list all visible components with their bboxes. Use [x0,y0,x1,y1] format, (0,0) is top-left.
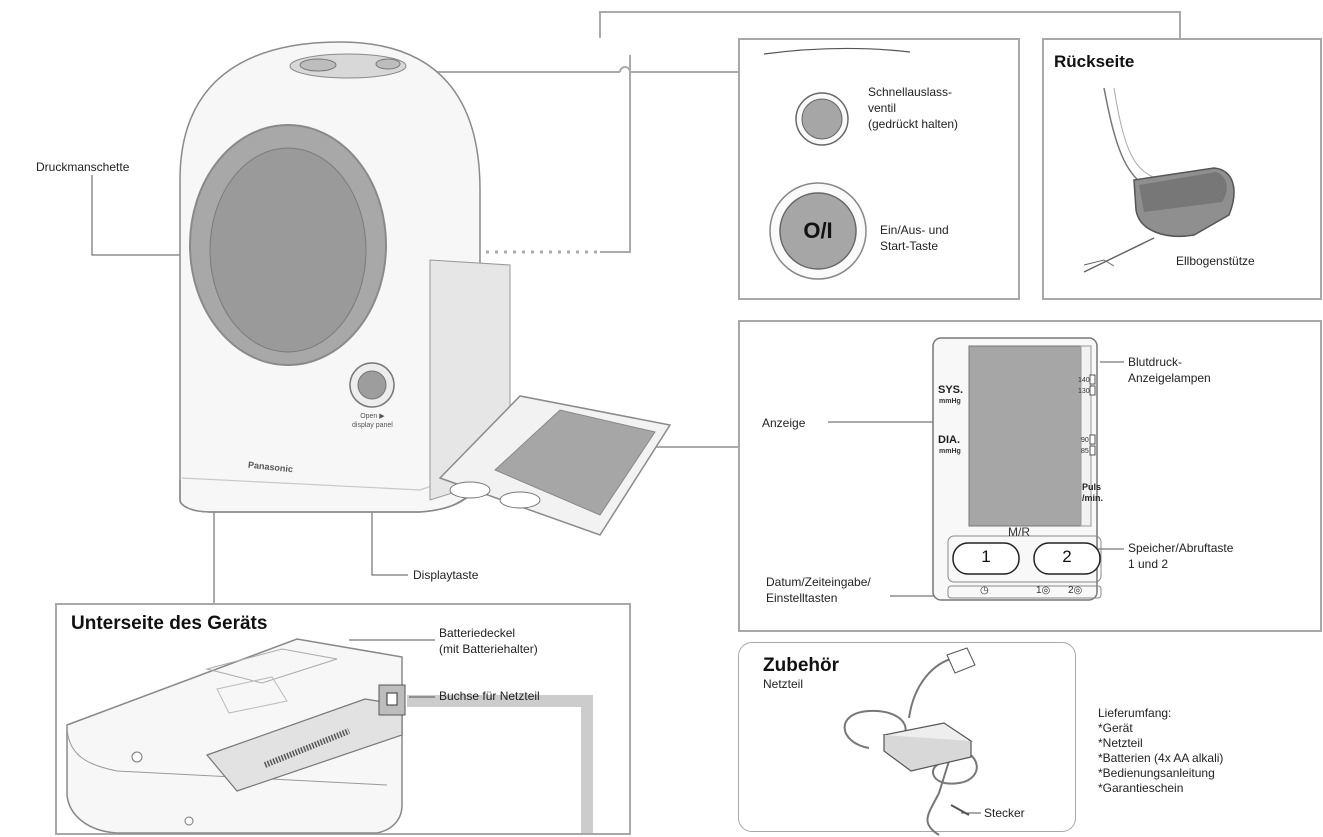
accessories-box: Zubehör Netzteil Stecker [738,642,1076,836]
power-label: Ein/Aus- und Start-Taste [880,223,949,253]
cuff-inner [209,147,367,353]
top-controls-box: O/I Schnellauslass- ventil (gedrückt hal… [738,38,1020,300]
memory-label: Speicher/Abruftaste 1 und 2 [1128,541,1234,571]
socket-label: Buchse für Netzteil [439,689,540,703]
bottom-side-box: Unterseite des Geräts Batteriedeckel (mi… [55,603,631,835]
release-valve-label: Schnellauslass- ventil (gedrückt halten) [868,85,959,131]
lcd-screen [968,345,1082,527]
power-symbol: O/I [803,218,833,243]
accessories-title: Zubehör [763,655,839,676]
battery-cover-graphic [205,698,403,792]
memory-button-1[interactable]: 1 [981,547,991,566]
adapter-art [843,647,981,836]
contents-item: *Gerät [1098,721,1133,735]
lamp-value-90: 90 [1081,437,1089,444]
lamps-label: Blutdruck- Anzeigelampen [1128,355,1211,385]
memory-button-1-graphic [952,542,1020,575]
back-side-box: Rückseite Ellbogenstütze [1042,38,1322,300]
memory-button-2-graphic [1033,542,1101,575]
plug-label: Stecker [984,806,1025,820]
plug-graphic [946,647,976,674]
bottom-side-art [66,638,593,834]
pulse-label: Puls /min. [1082,482,1104,503]
elbow-rest-art [1083,87,1235,273]
lamp-value-85: 85 [1081,448,1089,455]
dia-unit: mmHg [939,448,961,455]
mr-label: M/R [1008,525,1030,539]
cuff-label: Druckmanschette [36,160,130,174]
battery-cover-label: Batteriedeckel (mit Batteriehalter) [439,626,538,656]
bottom-side-title: Unterseite des Geräts [71,613,268,634]
elbow-rest-label: Ellbogenstütze [1176,254,1255,268]
lamp-value-130: 130 [1078,388,1090,395]
set-symbol-clock: ◷ [980,585,989,596]
contents-list: Lieferumfang: *Gerät *Netzteil *Batterie… [1098,706,1223,796]
adapter-label: Netzteil [763,677,804,691]
display-detail-box: Anzeige SYS. mmHg DIA. mmHg 140 130 90 8… [738,320,1322,632]
sys-unit: mmHg [939,398,961,405]
sys-label: SYS. [938,384,964,396]
memory-button-2[interactable]: 2 [1062,547,1072,566]
lamp-value-140: 140 [1078,377,1090,384]
contents-item: *Netzteil [1098,736,1143,750]
display-detail-art [828,337,1124,601]
datetime-label: Datum/Zeiteingabe/ Einstelltasten [766,575,871,605]
set-symbol-2: 2◎ [1068,585,1083,596]
back-side-title: Rückseite [1054,52,1135,71]
contents-heading: Lieferumfang: [1098,706,1172,720]
display-button-label: Displaytaste [413,568,479,582]
dia-label: DIA. [938,434,960,446]
anzeige-label: Anzeige [762,416,806,430]
contents-item: *Garantieschein [1098,781,1184,795]
contents-item: *Bedienungsanleitung [1098,766,1215,780]
contents-item: *Batterien (4x AA alkali) [1098,751,1224,765]
open-hint: Open ▶ display panel [352,413,393,429]
device-illustration [179,41,672,536]
set-symbol-1: 1◎ [1036,585,1051,596]
top-controls-art [763,47,911,280]
